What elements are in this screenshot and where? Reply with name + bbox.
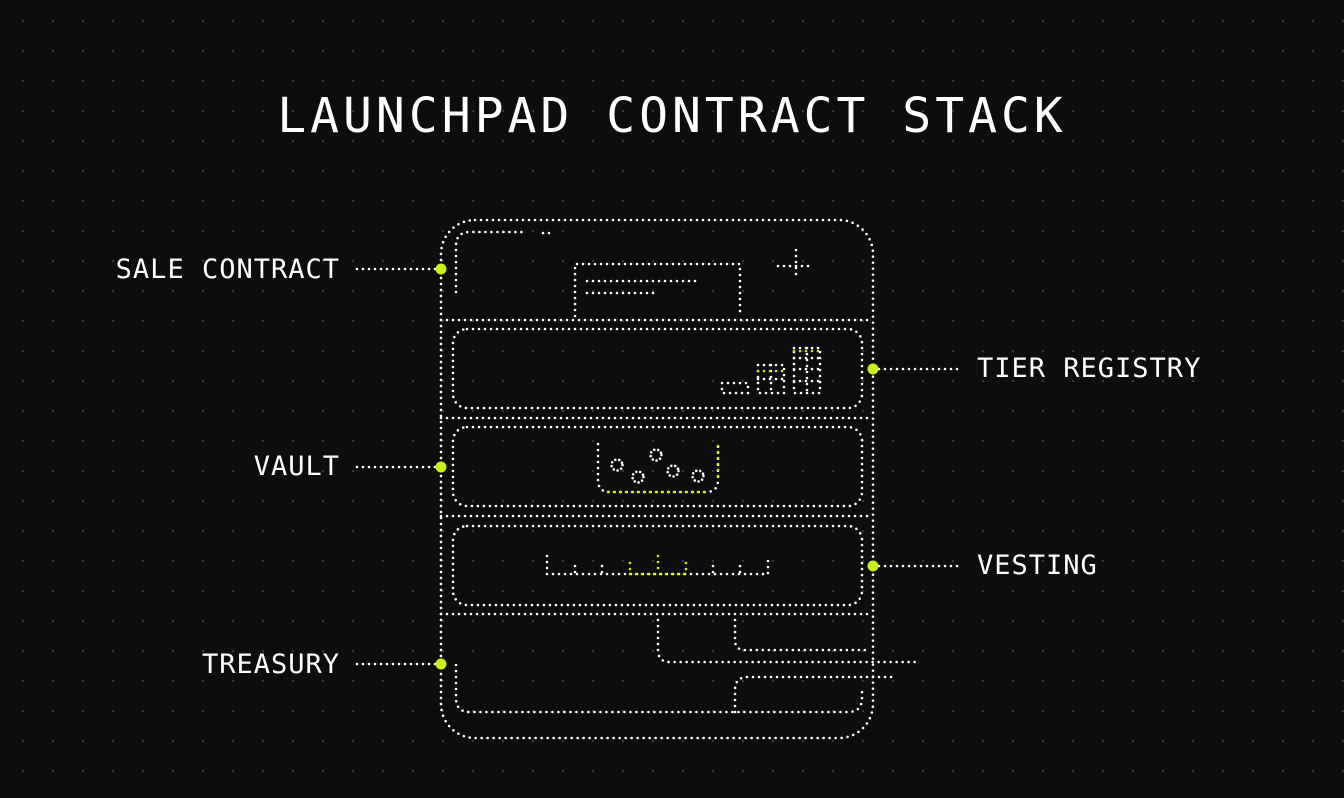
outer-frame bbox=[439, 218, 875, 740]
timeline-icon bbox=[545, 554, 770, 576]
label-sale-contract: SALE CONTRACT bbox=[115, 254, 340, 285]
plus-icon bbox=[776, 248, 816, 281]
diagram-title: LAUNCHPAD CONTRACT STACK bbox=[277, 88, 1067, 144]
label-tier-registry: TIER REGISTRY bbox=[977, 353, 1202, 384]
connector-treasury bbox=[355, 658, 447, 670]
label-treasury: TREASURY bbox=[201, 649, 340, 680]
document-icon bbox=[573, 262, 742, 318]
label-vesting: VESTING bbox=[977, 550, 1098, 581]
connector-tier-registry bbox=[867, 363, 962, 375]
connector-vault bbox=[355, 461, 447, 473]
tier-panel bbox=[451, 327, 864, 410]
tier-bars-icon bbox=[720, 346, 822, 395]
pipes-icon bbox=[454, 618, 918, 714]
label-vault: VAULT bbox=[253, 451, 340, 482]
connector-sale-contract bbox=[355, 263, 447, 275]
vesting-panel bbox=[451, 524, 864, 607]
vault-panel bbox=[451, 425, 864, 508]
coin-bowl-icon bbox=[596, 442, 720, 494]
sale-bezel bbox=[454, 230, 529, 294]
connector-vesting bbox=[867, 560, 962, 572]
